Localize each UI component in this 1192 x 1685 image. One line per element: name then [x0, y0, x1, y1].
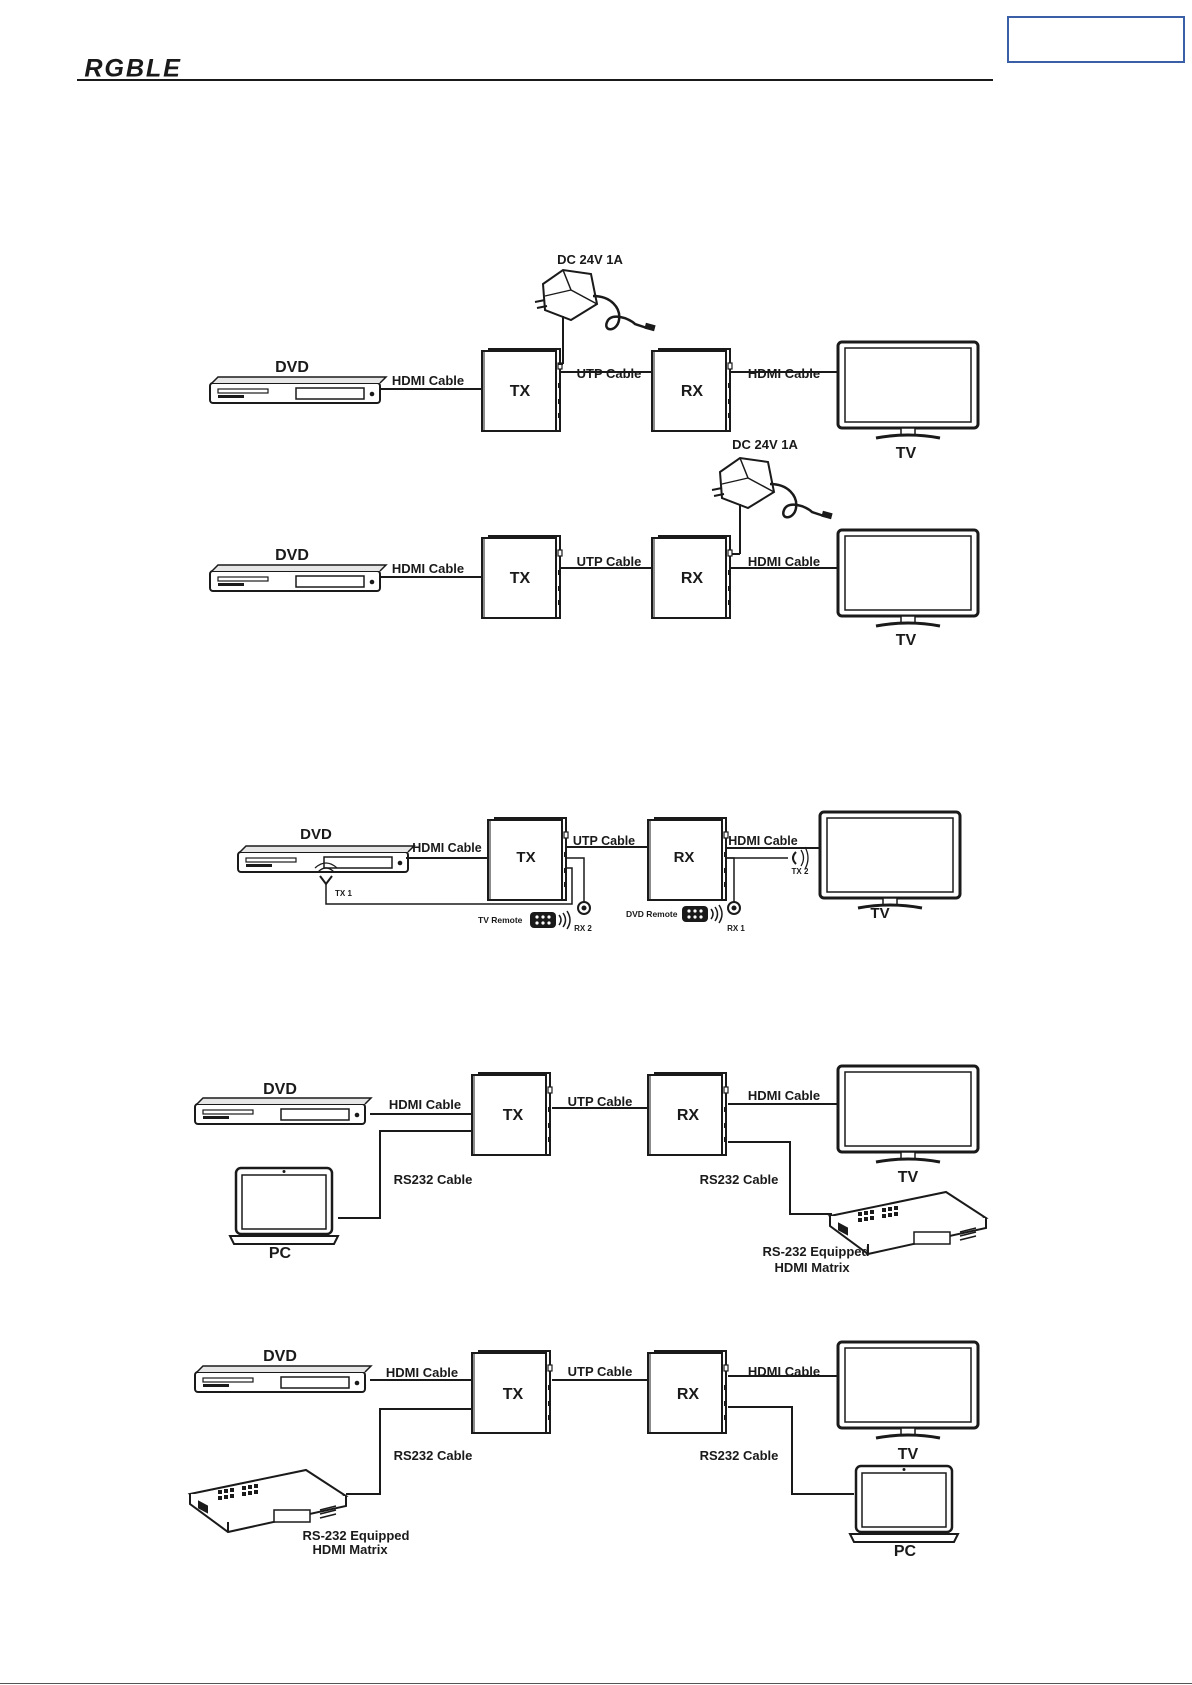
rs232-cable-label: RS232 Cable — [700, 1172, 779, 1187]
utp-cable-label: UTP Cable — [568, 1364, 633, 1379]
utp-cable-label: UTP Cable — [573, 834, 635, 848]
dvd-label: DVD — [275, 547, 309, 564]
tv-label: TV — [870, 905, 889, 922]
page-number-box — [1007, 16, 1185, 63]
tv-label: TV — [898, 1446, 919, 1463]
tv-icon — [836, 1340, 980, 1440]
dvd-label: DVD — [275, 359, 309, 376]
matrix-label-line1: RS-232 Equipped — [763, 1244, 870, 1259]
diagram-1: DVD HDMI Cable TX UTP Cable RX HDMI Cabl… — [209, 252, 980, 462]
hdmi-cable-label: HDMI Cable — [412, 841, 482, 855]
power-label: DC 24V 1A — [557, 252, 623, 267]
matrix-label-line2: HDMI Matrix — [312, 1542, 388, 1557]
diagram-3: DVD HDMI Cable TX UTP Cable RX HDMI Cabl… — [237, 810, 962, 933]
dvd-label: DVD — [300, 826, 332, 843]
header-rule — [77, 79, 993, 81]
remote-icon — [529, 910, 571, 930]
pc-label: PC — [269, 1245, 292, 1262]
diagram-4: DVD HDMI Cable TX UTP Cable RX HDMI Cabl… — [194, 1064, 987, 1275]
tv-label: TV — [896, 632, 917, 649]
hdmi-cable-label: HDMI Cable — [386, 1365, 458, 1380]
dvd-label: DVD — [263, 1081, 297, 1098]
rx-label: RX — [681, 570, 704, 587]
rx2-label: RX 2 — [574, 924, 592, 933]
logo-text: RGBLE — [84, 54, 181, 80]
footer-rule — [0, 1683, 1192, 1684]
hdmi-cable-label: HDMI Cable — [392, 561, 464, 576]
hdmi-cable-label: HDMI Cable — [748, 1364, 820, 1379]
power-label: DC 24V 1A — [732, 437, 798, 452]
brand-logo: RGBLE — [84, 54, 181, 80]
rs232-cable-label: RS232 Cable — [394, 1448, 473, 1463]
rx-label: RX — [677, 1107, 700, 1124]
rx-label: RX — [674, 849, 695, 866]
dvd-player-icon — [194, 1097, 372, 1125]
tx-label: TX — [503, 1386, 524, 1403]
ir-receiver-icon — [727, 887, 741, 915]
tx2-label: TX 2 — [792, 867, 809, 876]
dvd-player-icon — [194, 1365, 372, 1393]
utp-cable-label: UTP Cable — [577, 554, 642, 569]
ir-receiver-icon — [577, 887, 591, 915]
rs232-cable-label: RS232 Cable — [394, 1172, 473, 1187]
hdmi-matrix-icon — [189, 1469, 347, 1533]
dvd-player-icon — [209, 376, 387, 404]
dvd-player-icon — [209, 564, 387, 592]
tv-icon — [836, 528, 980, 628]
tx-label: TX — [516, 849, 535, 866]
hdmi-cable-label: HDMI Cable — [392, 373, 464, 388]
remote-icon — [681, 904, 723, 924]
hdmi-cable-label: HDMI Cable — [748, 1088, 820, 1103]
utp-cable-label: UTP Cable — [577, 366, 642, 381]
tv-label: TV — [896, 445, 917, 462]
pc-label: PC — [894, 1543, 917, 1560]
power-adapter-icon — [710, 456, 834, 521]
tv-label: TV — [898, 1169, 919, 1186]
rx-label: RX — [681, 383, 704, 400]
utp-cable-label: UTP Cable — [568, 1094, 633, 1109]
tx-label: TX — [503, 1107, 524, 1124]
rs232-cable-label: RS232 Cable — [700, 1448, 779, 1463]
dvd-remote-label: DVD Remote — [626, 909, 678, 919]
tv-remote-label: TV Remote — [478, 915, 523, 925]
power-adapter-icon — [533, 268, 657, 333]
laptop-icon — [228, 1166, 340, 1246]
rx1-label: RX 1 — [727, 924, 745, 933]
tv-icon — [818, 810, 962, 910]
diagram-5: DVD HDMI Cable TX UTP Cable RX HDMI Cabl… — [189, 1340, 980, 1560]
tv-icon — [836, 340, 980, 440]
tx-label: TX — [510, 383, 531, 400]
tv-icon — [836, 1064, 980, 1164]
hdmi-cable-label: HDMI Cable — [728, 834, 798, 848]
rx-label: RX — [677, 1386, 700, 1403]
hdmi-cable-label: HDMI Cable — [748, 554, 820, 569]
diagram-2: DVD HDMI Cable TX UTP Cable RX HDMI Cabl… — [209, 437, 980, 649]
hdmi-cable-label: HDMI Cable — [389, 1097, 461, 1112]
matrix-label-line1: RS-232 Equipped — [303, 1528, 410, 1543]
tx1-label: TX 1 — [335, 889, 352, 898]
dvd-label: DVD — [263, 1348, 297, 1365]
matrix-label-line2: HDMI Matrix — [774, 1260, 850, 1275]
hdmi-cable-label: HDMI Cable — [748, 366, 820, 381]
tx-label: TX — [510, 570, 531, 587]
laptop-icon — [848, 1464, 960, 1544]
